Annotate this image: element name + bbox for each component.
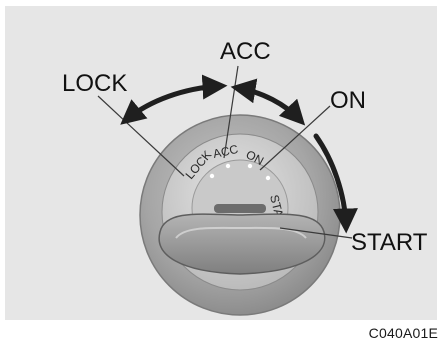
detent-dot bbox=[209, 173, 215, 179]
leader-line-on bbox=[259, 105, 331, 171]
label-on: ON bbox=[330, 87, 366, 114]
arrow-lock-acc-icon bbox=[120, 74, 228, 125]
label-acc: ACC bbox=[220, 38, 271, 65]
arrow-on-start-icon bbox=[313, 133, 358, 234]
key-slot bbox=[214, 204, 266, 213]
label-start: START bbox=[351, 229, 428, 256]
detent-dot bbox=[225, 163, 231, 169]
arrow-acc-on-icon bbox=[230, 78, 306, 126]
key-highlight bbox=[175, 226, 307, 239]
detent-dot bbox=[265, 175, 271, 181]
detent-dot bbox=[247, 163, 253, 169]
leader-line-lock bbox=[97, 95, 185, 177]
label-lock: LOCK bbox=[62, 70, 127, 97]
key-face-acc: ACC bbox=[212, 142, 240, 161]
figure-code: C040A01E bbox=[368, 325, 438, 341]
leader-line-start bbox=[279, 227, 353, 239]
